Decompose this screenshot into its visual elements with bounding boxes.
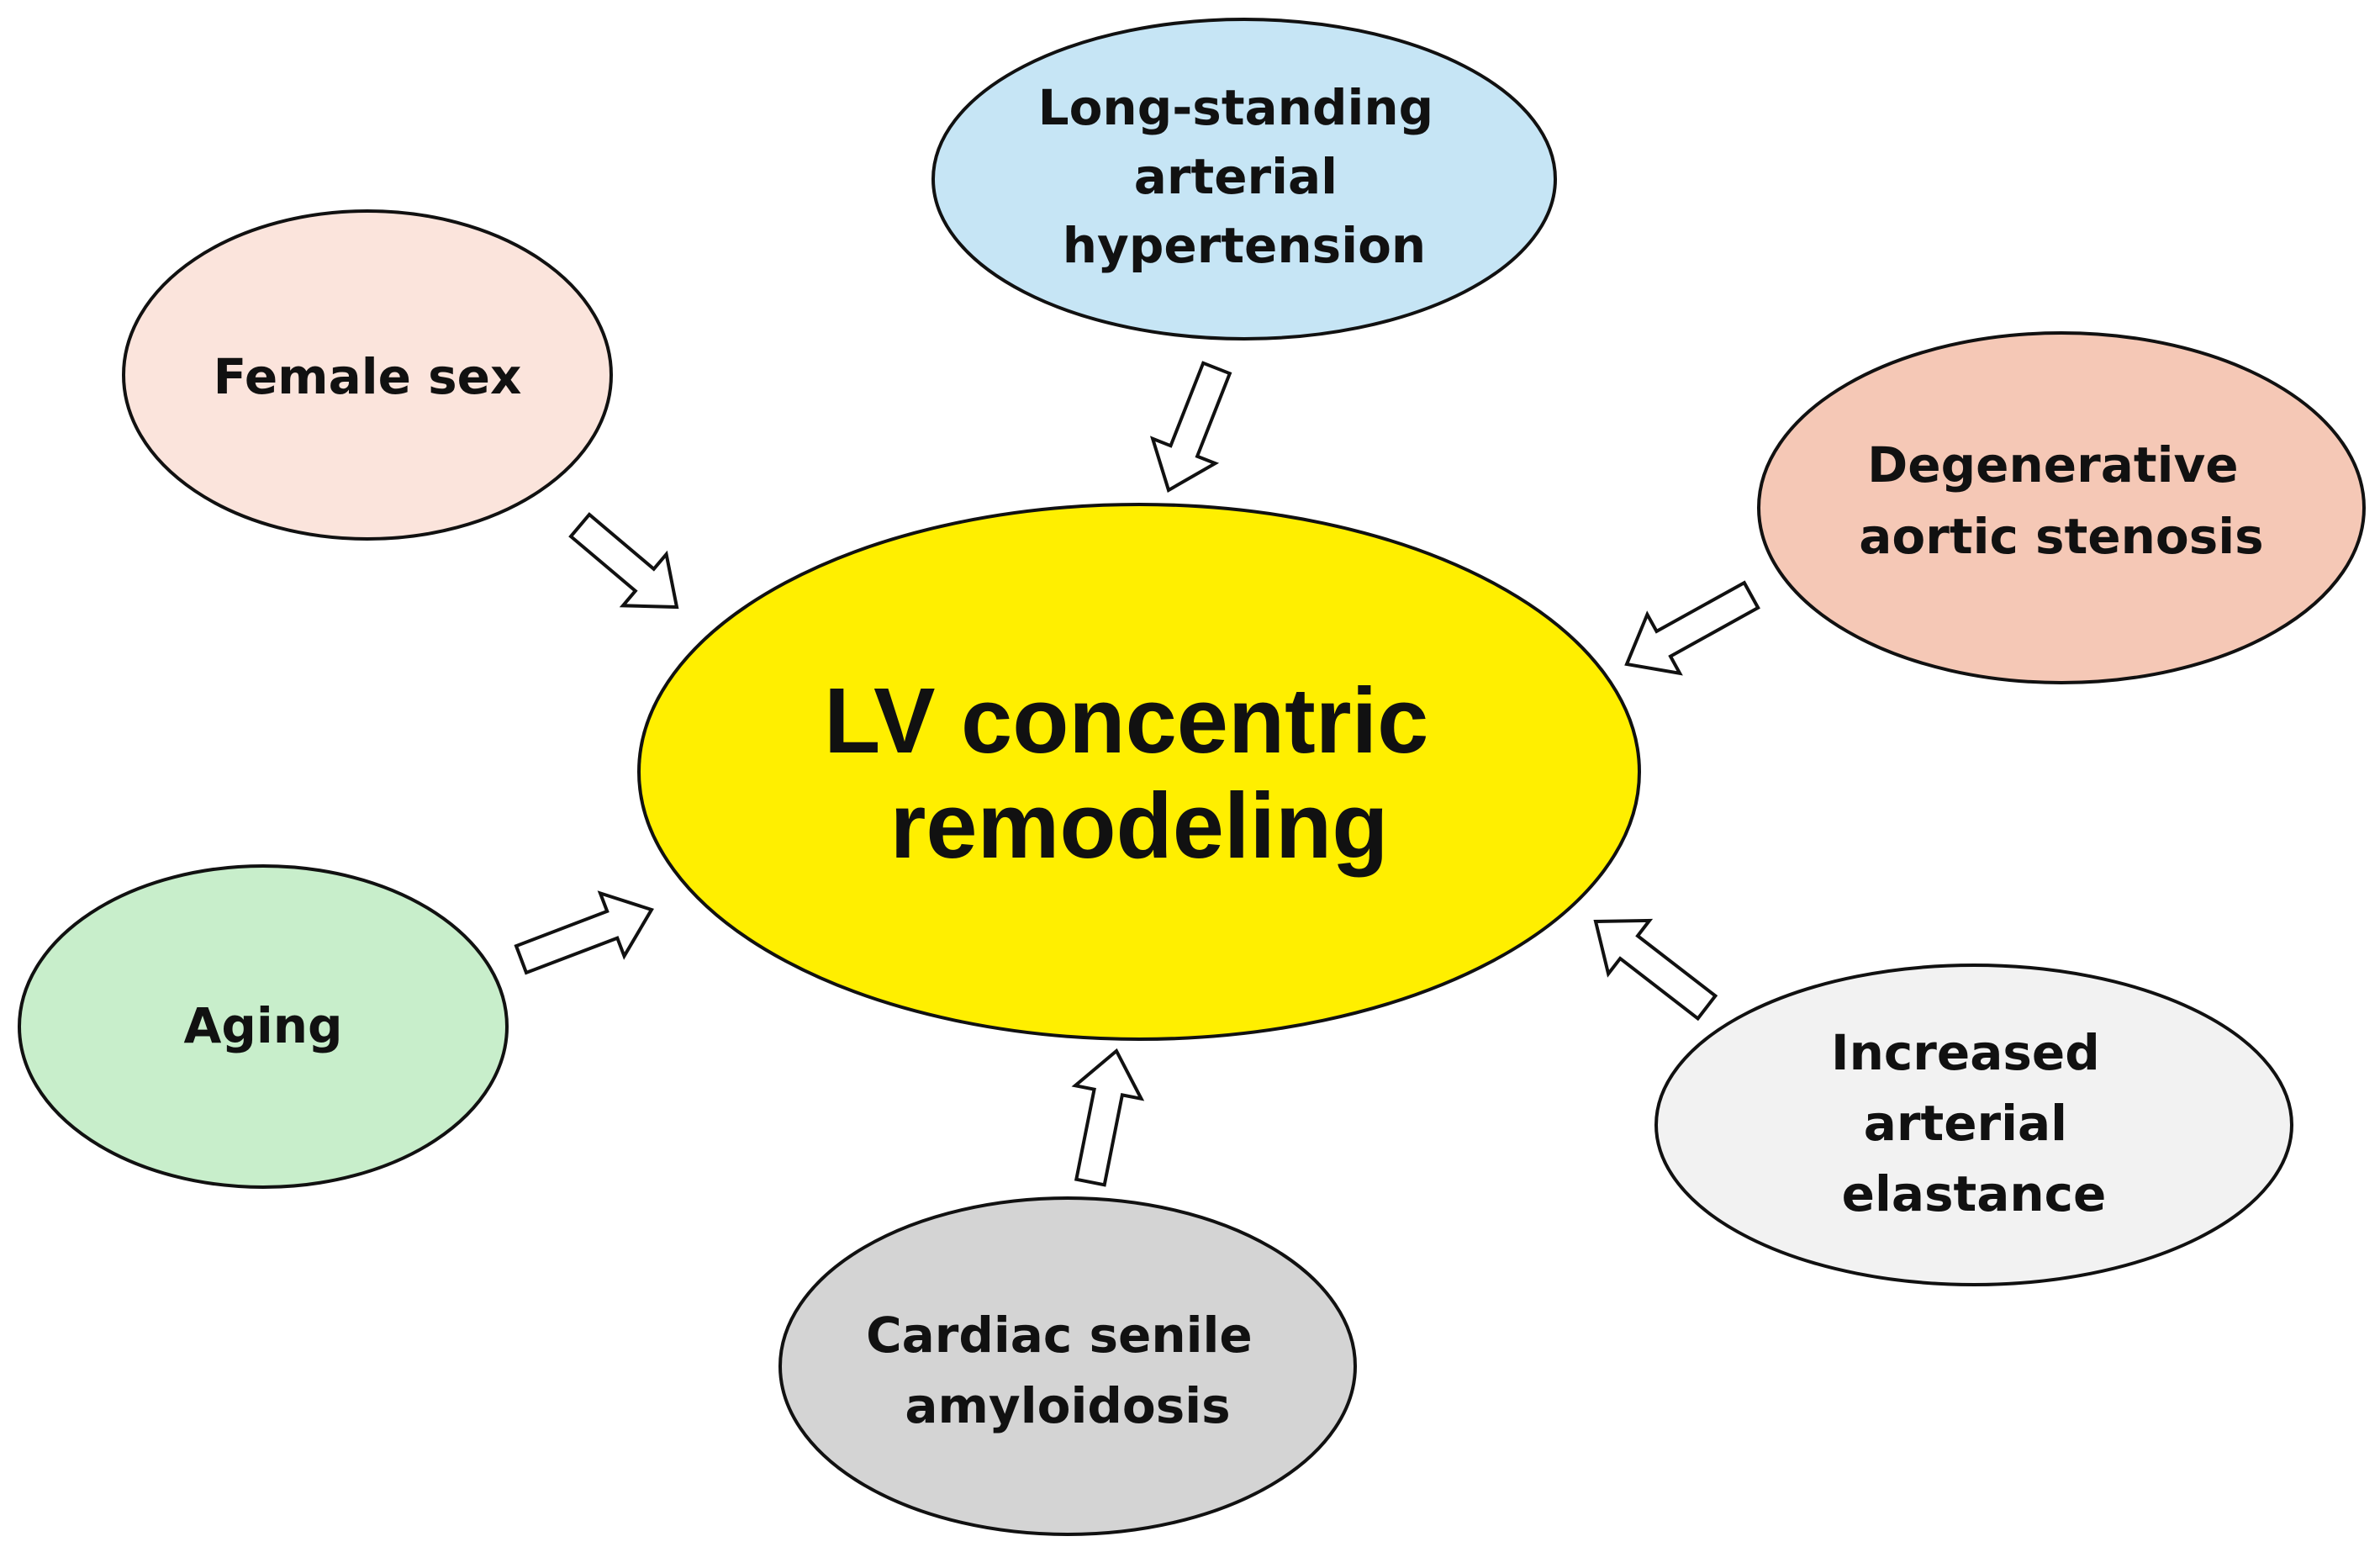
- arrow-amyloidosis: [1071, 1048, 1145, 1187]
- svg-text:Cardiac senile amyloidos: Cardiac senile amyloidosis: [866, 1307, 1269, 1434]
- arrow-elastance: [1593, 918, 1718, 1022]
- factor-amyloidosis: Cardiac senile amyloidosis: [778, 1196, 1357, 1536]
- arrow-aging: [514, 890, 654, 975]
- factor-hypertension: Long-standing arterial hypertension: [931, 18, 1557, 341]
- hypertension-label-line-3: hypertension: [1063, 217, 1426, 274]
- center-node: LV concentric remodeling: [637, 503, 1641, 1041]
- svg-text:Long-standing arterial: Long-standing arterial hypertension: [1038, 79, 1451, 274]
- aortic-stenosis-label-line-1: Degenerative: [1867, 436, 2238, 494]
- factor-aging: Aging: [18, 864, 509, 1189]
- svg-text:Increased arterial: Increased arterial elastance: [1831, 1024, 2117, 1222]
- female-sex-ellipse: [122, 209, 613, 541]
- hypertension-label-line-1: Long-standing: [1038, 79, 1434, 136]
- arrow-hypertension: [1149, 361, 1232, 493]
- aging-ellipse: [18, 864, 509, 1189]
- arrow-aortic-stenosis: [1624, 580, 1760, 676]
- amyloidosis-ellipse: [778, 1196, 1357, 1536]
- svg-text:Aging: Aging: [183, 997, 342, 1054]
- elastance-ellipse: [1654, 964, 2293, 1286]
- elastance-label-line-1: Increased: [1831, 1024, 2100, 1081]
- aging-label: Aging: [183, 997, 342, 1054]
- factor-aortic-stenosis: Degenerative aortic stenosis: [1757, 331, 2366, 684]
- center-title-line-1: LV concentric: [824, 669, 1428, 773]
- svg-text:LV concentric remodeling: LV concentric remodeling: [824, 669, 1454, 878]
- elastance-label-line-3: elastance: [1842, 1165, 2107, 1222]
- aortic-stenosis-label-line-2: aortic stenosis: [1859, 508, 2263, 565]
- hypertension-label-line-2: arterial: [1134, 148, 1338, 205]
- aortic-stenosis-ellipse: [1757, 331, 2366, 684]
- svg-text:Female sex: Female sex: [214, 348, 522, 405]
- amyloidosis-label-line-1: Cardiac senile: [866, 1307, 1253, 1364]
- factor-female-sex: Female sex: [122, 209, 613, 541]
- factor-elastance: Increased arterial elastance: [1654, 964, 2293, 1286]
- hypertension-ellipse: [931, 18, 1557, 341]
- center-title-line-2: remodeling: [890, 774, 1389, 878]
- center-ellipse: [637, 503, 1641, 1041]
- arrows: [514, 361, 1760, 1187]
- svg-text:Degenerative aortic sten: Degenerative aortic stenosis: [1859, 436, 2263, 565]
- amyloidosis-label-line-2: amyloidosis: [905, 1377, 1230, 1434]
- arrow-female-sex: [568, 512, 679, 610]
- elastance-label-line-2: arterial: [1864, 1095, 2067, 1152]
- female-sex-label: Female sex: [214, 348, 522, 405]
